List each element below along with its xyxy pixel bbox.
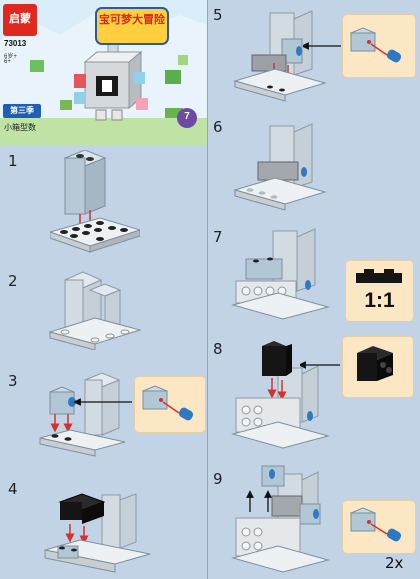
set-number: 73013 bbox=[4, 39, 26, 48]
scale-ratio-label: 1:1 bbox=[346, 289, 413, 313]
step-number-2: 2 bbox=[8, 272, 18, 290]
age-label-alt: 6+ bbox=[4, 59, 11, 65]
step-number-5: 5 bbox=[213, 6, 223, 24]
step-8-callout-part bbox=[343, 337, 413, 397]
step-6-illustration bbox=[230, 120, 330, 215]
step-4-illustration bbox=[40, 490, 170, 575]
step-3-callout-parts bbox=[135, 377, 205, 432]
step-3-callout bbox=[134, 376, 206, 433]
step-number-8: 8 bbox=[213, 340, 223, 358]
step-5-callout-parts bbox=[343, 15, 415, 77]
step-number-6: 6 bbox=[213, 118, 223, 136]
step-number-7: 7 bbox=[213, 228, 223, 246]
season-label: 第三季 bbox=[5, 105, 39, 116]
step-7-illustration bbox=[228, 225, 333, 325]
step-number-1: 1 bbox=[8, 152, 18, 170]
brand-logo: 启蒙 bbox=[5, 10, 35, 26]
cover-badge-number: 7 bbox=[181, 111, 193, 122]
step-8-callout bbox=[342, 336, 414, 398]
step-9-callout-parts bbox=[343, 501, 415, 553]
step-number-4: 4 bbox=[8, 480, 18, 498]
cover-title: 宝可梦大冒险 bbox=[99, 14, 165, 26]
step-8-pointer bbox=[300, 360, 340, 370]
cover-panel: 启蒙 宝可梦大冒险 73013 6岁+ 6+ 第三季 小箱型数 7 bbox=[0, 0, 207, 145]
column-divider bbox=[207, 0, 208, 579]
step-9-callout bbox=[342, 500, 416, 554]
step-number-9: 9 bbox=[213, 470, 223, 488]
cover-subtitle: 小箱型数 bbox=[4, 122, 36, 133]
step-number-3: 3 bbox=[8, 372, 18, 390]
step-7-callout: 1:1 bbox=[345, 260, 414, 322]
step-2-illustration bbox=[45, 270, 145, 350]
step-1-illustration bbox=[50, 150, 140, 260]
quantity-multiplier: 2x bbox=[385, 554, 403, 572]
step-8-illustration bbox=[228, 338, 333, 453]
step-9-illustration bbox=[228, 460, 333, 575]
step-5-callout bbox=[342, 14, 416, 78]
step-5-pointer bbox=[303, 41, 343, 51]
step-5-illustration bbox=[230, 5, 330, 105]
